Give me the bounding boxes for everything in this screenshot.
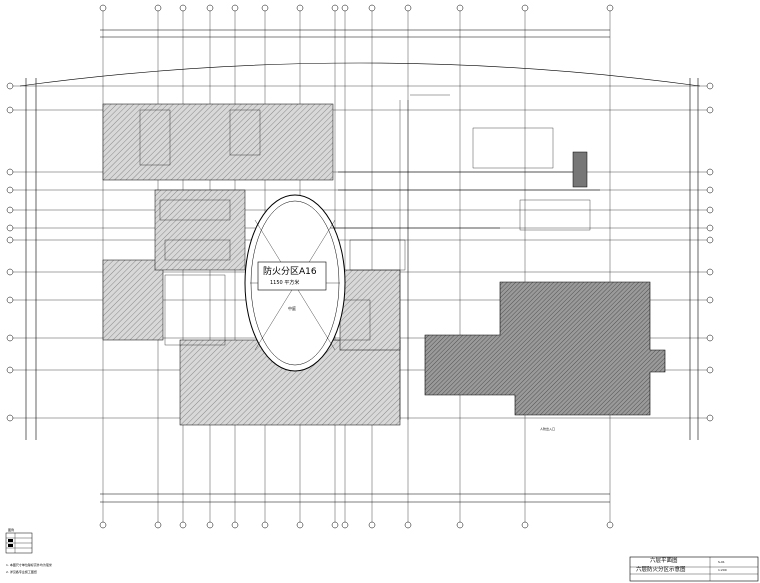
grid-bubble xyxy=(179,521,187,529)
grid-bubble xyxy=(341,521,349,529)
bottom-dimension-row xyxy=(100,493,610,503)
grid-bubble xyxy=(6,268,14,276)
grid-bubble xyxy=(179,4,187,12)
grid-bubble xyxy=(706,296,714,304)
grid-bubble xyxy=(206,521,214,529)
grid-bubble xyxy=(261,521,269,529)
fire-zone-label: 防火分区A16 xyxy=(263,265,317,277)
grid-bubble xyxy=(606,521,614,529)
grid-bubble xyxy=(606,4,614,12)
legend-note-2: 2. 详见各专业施工图纸 xyxy=(6,569,37,574)
fire-zone-area: 1150 平方米 xyxy=(270,279,299,286)
grid-bubble xyxy=(706,168,714,176)
grid-bubble xyxy=(6,296,14,304)
grid-bubble xyxy=(368,521,376,529)
grid-bubble xyxy=(404,521,412,529)
grid-bubble xyxy=(706,106,714,114)
grid-bubble xyxy=(231,521,239,529)
grid-bubble xyxy=(521,521,529,529)
grid-bubble xyxy=(706,224,714,232)
grid-bubble xyxy=(706,366,714,374)
atrium-label: 中庭 xyxy=(288,305,296,311)
hatched-building-east xyxy=(424,281,666,416)
grid-bubble xyxy=(521,4,529,12)
legend-note-1: 1. 本图尺寸单位除标高外均为毫米 xyxy=(6,562,52,567)
room-cells xyxy=(139,109,406,346)
grid-bubble xyxy=(6,366,14,374)
title-block: 六层平面图 六层防火分区示意图 1:200 S-01 xyxy=(629,556,759,582)
grid-bubble xyxy=(706,268,714,276)
annex-annotation: 人防出入口 xyxy=(540,426,555,431)
drawing-sheet-number: S-01 xyxy=(718,560,725,564)
legend-title: 图例 xyxy=(8,527,14,532)
right-dimension-column xyxy=(689,78,699,440)
drawing-title: 六层平面图 xyxy=(650,556,678,564)
grid-bubble xyxy=(6,82,14,90)
grid-bubble xyxy=(6,236,14,244)
grid-bubble xyxy=(6,186,14,194)
drawing-scale: 1:200 xyxy=(718,568,727,572)
grid-bubble xyxy=(456,521,464,529)
grid-bubble xyxy=(331,521,339,529)
grid-bubble xyxy=(341,4,349,12)
grid-bubble xyxy=(6,334,14,342)
grid-bubble xyxy=(368,4,376,12)
grid-bubble xyxy=(404,4,412,12)
left-dimension-column xyxy=(25,78,37,440)
grid-bubble xyxy=(456,4,464,12)
grid-bubble xyxy=(331,4,339,12)
grid-bubble xyxy=(231,4,239,12)
grid-bubble xyxy=(261,4,269,12)
roof-arc-line xyxy=(19,62,701,87)
grid-bubble xyxy=(99,4,107,12)
grid-bubble xyxy=(706,414,714,422)
fire-zone-label-box: 防火分区A16 1150 平方米 xyxy=(257,261,327,291)
drawing-subtitle: 六层防火分区示意图 xyxy=(636,565,686,573)
grid-bubble xyxy=(706,236,714,244)
grid-bubble xyxy=(706,206,714,214)
pipe-network xyxy=(330,94,600,420)
top-dimension-row xyxy=(100,29,610,38)
grid-bubble xyxy=(6,206,14,214)
legend-table: 图例 1. 本图尺寸单位除标高外均为毫米 2. 详见各专业施工图纸 xyxy=(5,527,52,574)
grid-bubble xyxy=(296,4,304,12)
grid-bubble xyxy=(154,521,162,529)
grid-bubble xyxy=(706,186,714,194)
grid-bubble xyxy=(6,168,14,176)
grid-bubble xyxy=(6,106,14,114)
grid-bubble xyxy=(99,521,107,529)
grid-bubble xyxy=(706,82,714,90)
grid-bubble xyxy=(6,414,14,422)
vertical-grid-lines xyxy=(99,4,614,529)
grid-bubble xyxy=(154,4,162,12)
grid-bubble xyxy=(6,224,14,232)
grid-bubble xyxy=(706,334,714,342)
grid-bubble xyxy=(206,4,214,12)
grid-bubble xyxy=(296,521,304,529)
